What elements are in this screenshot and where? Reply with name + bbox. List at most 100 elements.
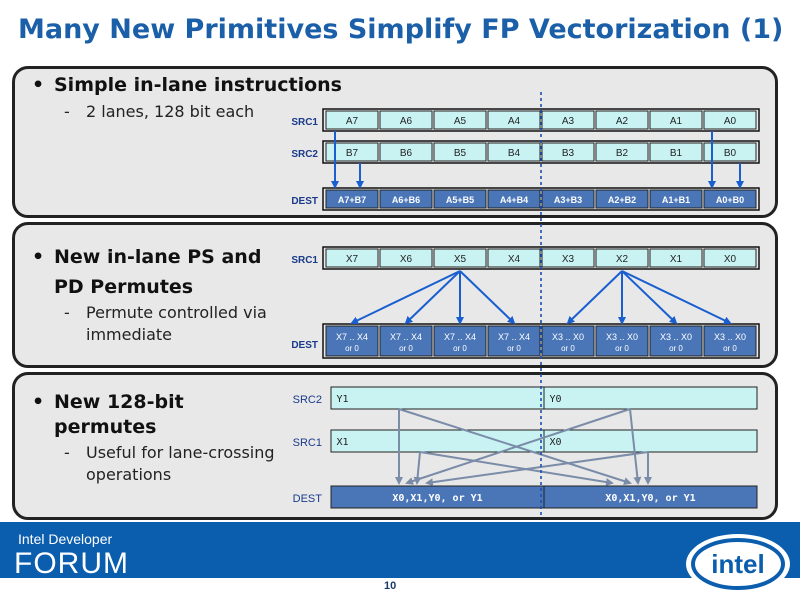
- panel2-src1-cell-text: X3: [562, 254, 575, 265]
- arrow-permute: [459, 270, 516, 325]
- panel1-dest-cell-text: A2+B2: [608, 195, 636, 205]
- panel1-src1-cell: [649, 110, 703, 130]
- panel2-src1-cell: [433, 248, 487, 268]
- panel1-dest-cell: [703, 189, 757, 209]
- row-label-src2-p3: SRC2: [293, 394, 322, 406]
- row-label-dest-p2: DEST: [291, 340, 318, 351]
- panel2-dest-cell-text-line2: or 0: [345, 344, 359, 353]
- panel1-src1-cell: [703, 110, 757, 130]
- panel2-dest-cell-text-line2: or 0: [669, 344, 683, 353]
- arrow-permute: [621, 270, 678, 325]
- arrow-permute: [404, 270, 461, 325]
- panel2-src1-cell-text: X2: [616, 254, 629, 265]
- panel2-dest-cell-text-line1: X7 .. X4: [498, 332, 530, 342]
- panel2-dest-cell: [325, 325, 379, 357]
- footer-white-strip: [0, 578, 800, 600]
- arrow-x0-left: [425, 451, 649, 487]
- arrow-y0-left: [405, 408, 631, 485]
- panel3-src2-cell: [543, 386, 758, 410]
- panel2-dest-cell: [703, 325, 757, 357]
- row-label-src2: SRC2: [291, 149, 318, 160]
- panel1-src2-cell: [541, 142, 595, 162]
- panel2-dest-cell: [649, 325, 703, 357]
- panel1-src2-cell-text: B1: [670, 148, 683, 159]
- sub-lane-crossing: - Useful for lane-crossing operations: [64, 443, 275, 484]
- row-label-src1-p2: SRC1: [291, 255, 318, 266]
- panel1-src2-cell-text: B7: [346, 148, 359, 159]
- panel1-src1-cell-text: A6: [400, 116, 413, 127]
- panel2-dest-cell-text-line2: or 0: [723, 344, 737, 353]
- panel2-dest-cell-text-line1: X7 .. X4: [390, 332, 422, 342]
- panel1-src1-cell-text: A4: [508, 116, 521, 127]
- panel1-src1-cell: [487, 110, 541, 130]
- panel1-dest-cell-text: A4+B4: [500, 195, 528, 205]
- panel1-src1-cell-text: A2: [616, 116, 629, 127]
- panel3-src2-cell-text: Y1: [336, 394, 348, 405]
- panel1-src1-cell: [595, 110, 649, 130]
- arrow-x1-right: [419, 451, 614, 486]
- panel1-dest-cell: [595, 189, 649, 209]
- panel3-src1-cell: [543, 429, 758, 453]
- panel3-dest-cell-text: X0,X1,Y0, or Y1: [392, 493, 482, 504]
- arrow-x1-left: [413, 451, 422, 485]
- panel3-src1-cell-text: X0: [549, 437, 561, 448]
- bullet-dot: •: [32, 391, 45, 413]
- panel2-src1-cell-text: X1: [670, 254, 683, 265]
- panel1-dest-cell-text: A7+B7: [338, 195, 366, 205]
- panel1-src1-cell-text: A3: [562, 116, 575, 127]
- panel1-src1-cell-text: A5: [454, 116, 467, 127]
- panel2-src1-cell: [379, 248, 433, 268]
- panel2-dest-cell-text-line2: or 0: [453, 344, 467, 353]
- panel3-dest-cell: [543, 485, 758, 509]
- panel2-src1-cell-text: X0: [724, 254, 737, 265]
- bullet-128-bit-permutes: • New 128-bit permutes: [32, 391, 184, 438]
- panel2-dest-cell: [541, 325, 595, 357]
- panel1-src2-cell-text: B0: [724, 148, 737, 159]
- sub-permute-controlled: - Permute controlled via immediate: [64, 303, 267, 344]
- panel2-dest-cell-text-line2: or 0: [615, 344, 629, 353]
- logo-swoosh: [691, 538, 785, 590]
- row-label-src1: SRC1: [291, 117, 318, 128]
- panel3-src1-cell-text: X1: [336, 437, 348, 448]
- panel1-src2-cell-text: B4: [508, 148, 521, 159]
- panel2-dest-cell-text-line1: X7 .. X4: [444, 332, 476, 342]
- panel2-src1-cell-text: X4: [508, 254, 521, 265]
- panel1-src2-cell-text: B3: [562, 148, 575, 159]
- panel2-dest-cell: [379, 325, 433, 357]
- panel1-src2-cell: [649, 142, 703, 162]
- bullet-simple-in-lane: • Simple in-lane instructions: [32, 74, 342, 96]
- panel2-src1-cell: [595, 248, 649, 268]
- panel1-dest-cell-text: A1+B1: [662, 195, 690, 205]
- panel3-src2-cell: [330, 386, 545, 410]
- logo-text: intel: [711, 549, 764, 579]
- panel2-dest-cell-text-line2: or 0: [507, 344, 521, 353]
- brand-line2: FORUM: [14, 547, 129, 580]
- panel2-dest-cell: [487, 325, 541, 357]
- arrow-y0-right: [629, 408, 642, 485]
- panel1-dest-cell: [433, 189, 487, 209]
- page-number: 10: [384, 580, 397, 592]
- arrow-y1-right: [398, 408, 632, 485]
- panel1-src1-cell-text: A1: [670, 116, 683, 127]
- panel1-src2-cell-text: B6: [400, 148, 413, 159]
- panel1-src2-cell: [379, 142, 433, 162]
- panel1-src1-cell: [379, 110, 433, 130]
- panel1-src2-cell-text: B2: [616, 148, 629, 159]
- panel2-src1-cell: [703, 248, 757, 268]
- panel2-dest-cell-text-line1: X3 .. X0: [606, 332, 638, 342]
- bullet-dot: •: [32, 74, 45, 96]
- panel1-src2-cell: [433, 142, 487, 162]
- logo-badge: [686, 534, 790, 594]
- panel1-src2-cell: [325, 142, 379, 162]
- panel2-dest-cell-text-line1: X3 .. X0: [714, 332, 746, 342]
- panel1-src1-cell-text: A0: [724, 116, 737, 127]
- panel1-src2-cell: [703, 142, 757, 162]
- panel1-dest-cell-text: A0+B0: [716, 195, 744, 205]
- bullet-dot: •: [32, 246, 45, 268]
- panel1-src1-cell-text: A7: [346, 116, 359, 127]
- panel2-src1-cell: [541, 248, 595, 268]
- panel2-src1-cell: [649, 248, 703, 268]
